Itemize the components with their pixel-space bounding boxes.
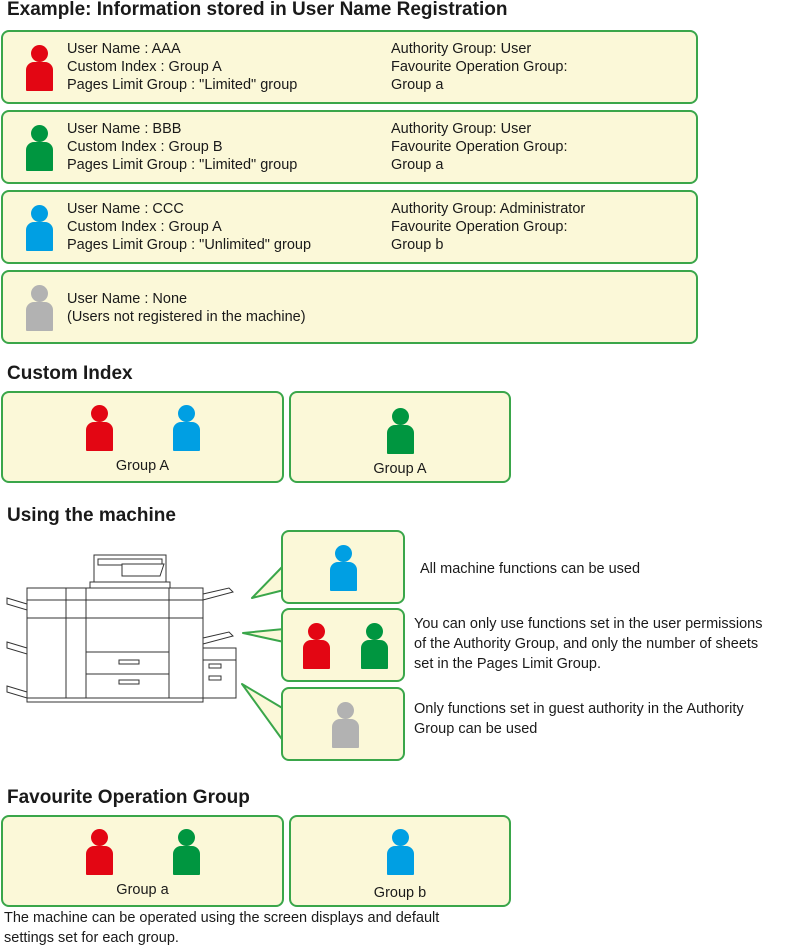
user-bbb-favourite-label: Favourite Operation Group: xyxy=(391,139,568,155)
user-bbb-custom-index: Custom Index : Group B xyxy=(67,139,223,155)
user-ccc-authority: Authority Group: Administrator xyxy=(391,201,586,217)
user-aaa-icon xyxy=(26,45,53,91)
custom-index-group-a-box: Group A xyxy=(1,391,284,483)
user-aaa-favourite-label: Favourite Operation Group: xyxy=(391,59,568,75)
user-card-none: User Name : None (Users not registered i… xyxy=(1,270,698,344)
description-limited-users: You can only use functions set in the us… xyxy=(414,616,763,672)
favourite-title: Favourite Operation Group xyxy=(7,787,250,808)
user-bbb-icon xyxy=(387,408,414,454)
user-bbb-icon xyxy=(361,623,388,669)
favourite-group-label: Group a xyxy=(116,882,169,898)
using-machine-title: Using the machine xyxy=(7,505,176,526)
user-ccc-favourite-value: Group b xyxy=(391,237,444,253)
bubble-administrator xyxy=(281,530,405,604)
user-aaa-icon xyxy=(303,623,330,669)
user-bbb-favourite-value: Group a xyxy=(391,157,444,173)
user-ccc-icon xyxy=(173,405,200,451)
user-bbb-icon xyxy=(26,125,53,171)
favourite-group-b-box: Group b xyxy=(289,815,511,907)
user-bbb-icon xyxy=(173,829,200,875)
user-ccc-favourite-label: Favourite Operation Group: xyxy=(391,219,568,235)
user-aaa-authority: Authority Group: User xyxy=(391,41,532,57)
user-aaa-custom-index: Custom Index : Group A xyxy=(67,59,222,75)
bubble-limited-users xyxy=(281,608,405,682)
favourite-group-label: Group b xyxy=(373,885,427,901)
user-ccc-name: User Name : CCC xyxy=(67,201,184,217)
user-ccc-icon xyxy=(387,829,414,875)
user-none-icon xyxy=(26,285,53,331)
user-bbb-pages-limit: Pages Limit Group : "Limited" group xyxy=(67,157,298,173)
user-ccc-icon xyxy=(26,205,53,251)
description-administrator: All machine functions can be used xyxy=(420,561,641,577)
favourite-group-a-box: Group a xyxy=(1,815,284,907)
custom-index-title: Custom Index xyxy=(7,363,133,384)
user-card-bbb: User Name : BBB Custom Index : Group B P… xyxy=(1,110,698,184)
user-none-note: (Users not registered in the machine) xyxy=(67,309,306,325)
user-card-ccc: User Name : CCC Custom Index : Group A P… xyxy=(1,190,698,264)
custom-index-group-b-box: Group A xyxy=(289,391,511,483)
custom-index-group-label: Group A xyxy=(373,461,427,477)
printer-illustration xyxy=(6,554,237,703)
user-none-icon xyxy=(332,702,359,748)
example-title: Example: Information stored in User Name… xyxy=(7,0,508,20)
user-bbb-authority: Authority Group: User xyxy=(391,121,532,137)
user-ccc-icon xyxy=(330,545,357,591)
description-guest: Only functions set in guest authority in… xyxy=(414,701,744,737)
bubble-guest xyxy=(281,687,405,761)
user-aaa-icon xyxy=(86,405,113,451)
user-aaa-pages-limit: Pages Limit Group : "Limited" group xyxy=(67,77,298,93)
user-ccc-custom-index: Custom Index : Group A xyxy=(67,219,222,235)
user-aaa-name: User Name : AAA xyxy=(67,41,181,57)
user-none-name: User Name : None xyxy=(67,291,188,307)
user-bbb-name: User Name : BBB xyxy=(67,121,182,137)
user-aaa-favourite-value: Group a xyxy=(391,77,444,93)
user-ccc-pages-limit: Pages Limit Group : "Unlimited" group xyxy=(67,237,312,253)
user-aaa-icon xyxy=(86,829,113,875)
user-card-aaa: User Name : AAA Custom Index : Group A P… xyxy=(1,30,698,104)
favourite-footer-note: The machine can be operated using the sc… xyxy=(4,910,440,946)
custom-index-group-label: Group A xyxy=(115,458,170,474)
